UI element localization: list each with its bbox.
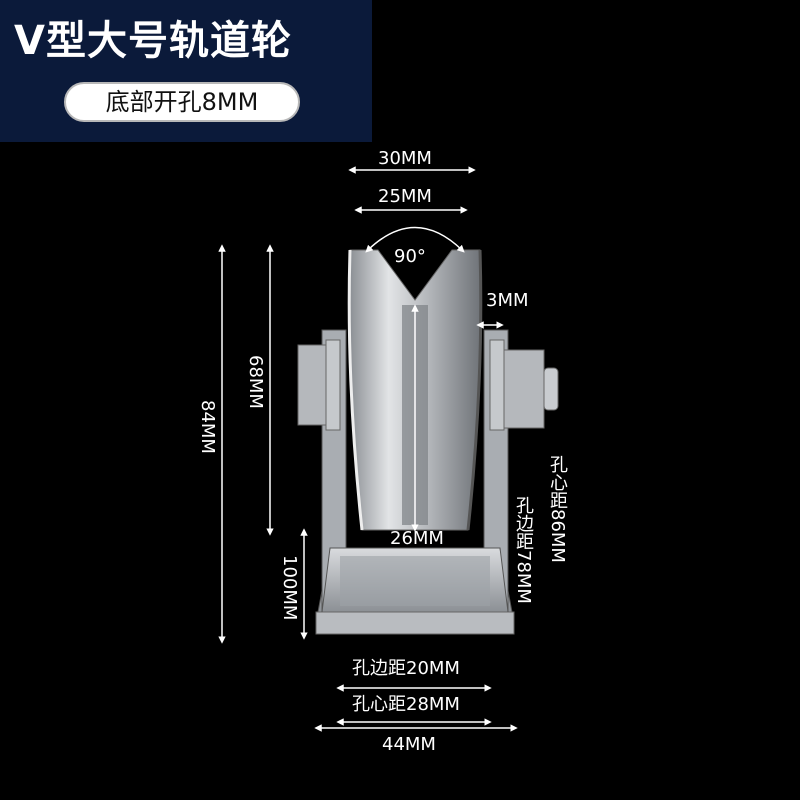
label-hole-edge-20: 孔边距20MM xyxy=(352,658,460,679)
washer-left xyxy=(325,339,341,431)
label-hole-center-86: 孔心距86MM xyxy=(547,455,568,563)
label-44mm: 44MM xyxy=(382,734,436,755)
label-hole-center-28: 孔心距28MM xyxy=(352,694,460,715)
label-90deg: 90° xyxy=(394,246,426,267)
label-100mm: 100MM xyxy=(279,555,300,621)
label-30mm: 30MM xyxy=(378,148,432,169)
subtitle-text: 底部开孔8MM xyxy=(105,88,259,116)
product-title: V型大号轨道轮 xyxy=(14,18,292,64)
title-banner: V型大号轨道轮 底部开孔8MM xyxy=(0,0,372,142)
nut-right xyxy=(503,349,545,429)
label-68mm: 68MM xyxy=(245,355,266,409)
dim-arc-90 xyxy=(365,226,465,253)
washer-right xyxy=(489,339,505,431)
base-plate-recess xyxy=(340,556,490,606)
subtitle-badge: 底部开孔8MM xyxy=(64,82,300,122)
label-3mm: 3MM xyxy=(486,290,529,311)
nut-cap-right xyxy=(543,367,559,411)
label-84mm: 84MM xyxy=(197,400,218,454)
base-plate-front xyxy=(315,611,515,635)
nut-left xyxy=(297,344,327,426)
label-hole-edge-78: 孔边距78MM xyxy=(513,496,534,604)
label-26mm: 26MM xyxy=(390,528,444,549)
wheel-flange-left xyxy=(347,249,364,531)
label-25mm: 25MM xyxy=(378,186,432,207)
wheel-flange-right xyxy=(466,249,483,531)
